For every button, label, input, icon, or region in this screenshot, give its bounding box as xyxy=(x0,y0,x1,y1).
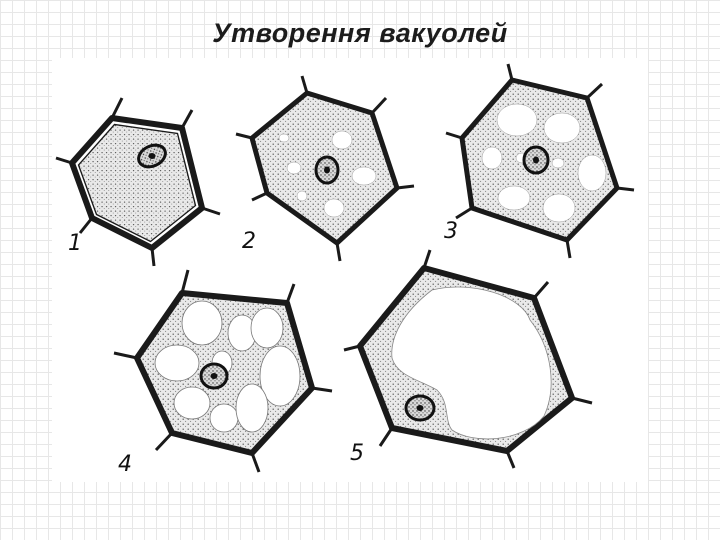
cell-wall-stubs xyxy=(113,269,333,473)
cell-wall-stubs xyxy=(55,97,221,267)
cell-label: 1 xyxy=(68,231,82,256)
cell-label: 2 xyxy=(242,229,256,254)
cell-wall-stubs xyxy=(343,249,593,469)
vacuoles xyxy=(481,103,607,223)
vacuoles xyxy=(278,130,377,218)
cell-wall-stubs xyxy=(235,75,415,262)
vacuole-formation-figure: 1 2 xyxy=(52,58,648,482)
nucleolus xyxy=(416,405,424,411)
cell-wall-stubs xyxy=(445,63,635,259)
cell-3: 3 xyxy=(444,63,635,259)
slide-title: Утворення вакуолей xyxy=(212,18,508,48)
cell-5: 5 xyxy=(343,249,593,469)
nucleolus xyxy=(324,166,330,174)
cell-4: 4 xyxy=(113,269,333,477)
cell-1: 1 xyxy=(55,97,221,267)
nucleolus xyxy=(210,373,218,379)
cell-2: 2 xyxy=(235,75,415,262)
cell-label: 5 xyxy=(350,441,364,466)
nucleolus xyxy=(533,156,539,164)
vacuoles xyxy=(154,300,301,433)
cell-label: 3 xyxy=(444,219,458,244)
central-vacuole xyxy=(391,286,552,440)
cell-label: 4 xyxy=(118,452,132,477)
nucleolus xyxy=(148,153,156,159)
